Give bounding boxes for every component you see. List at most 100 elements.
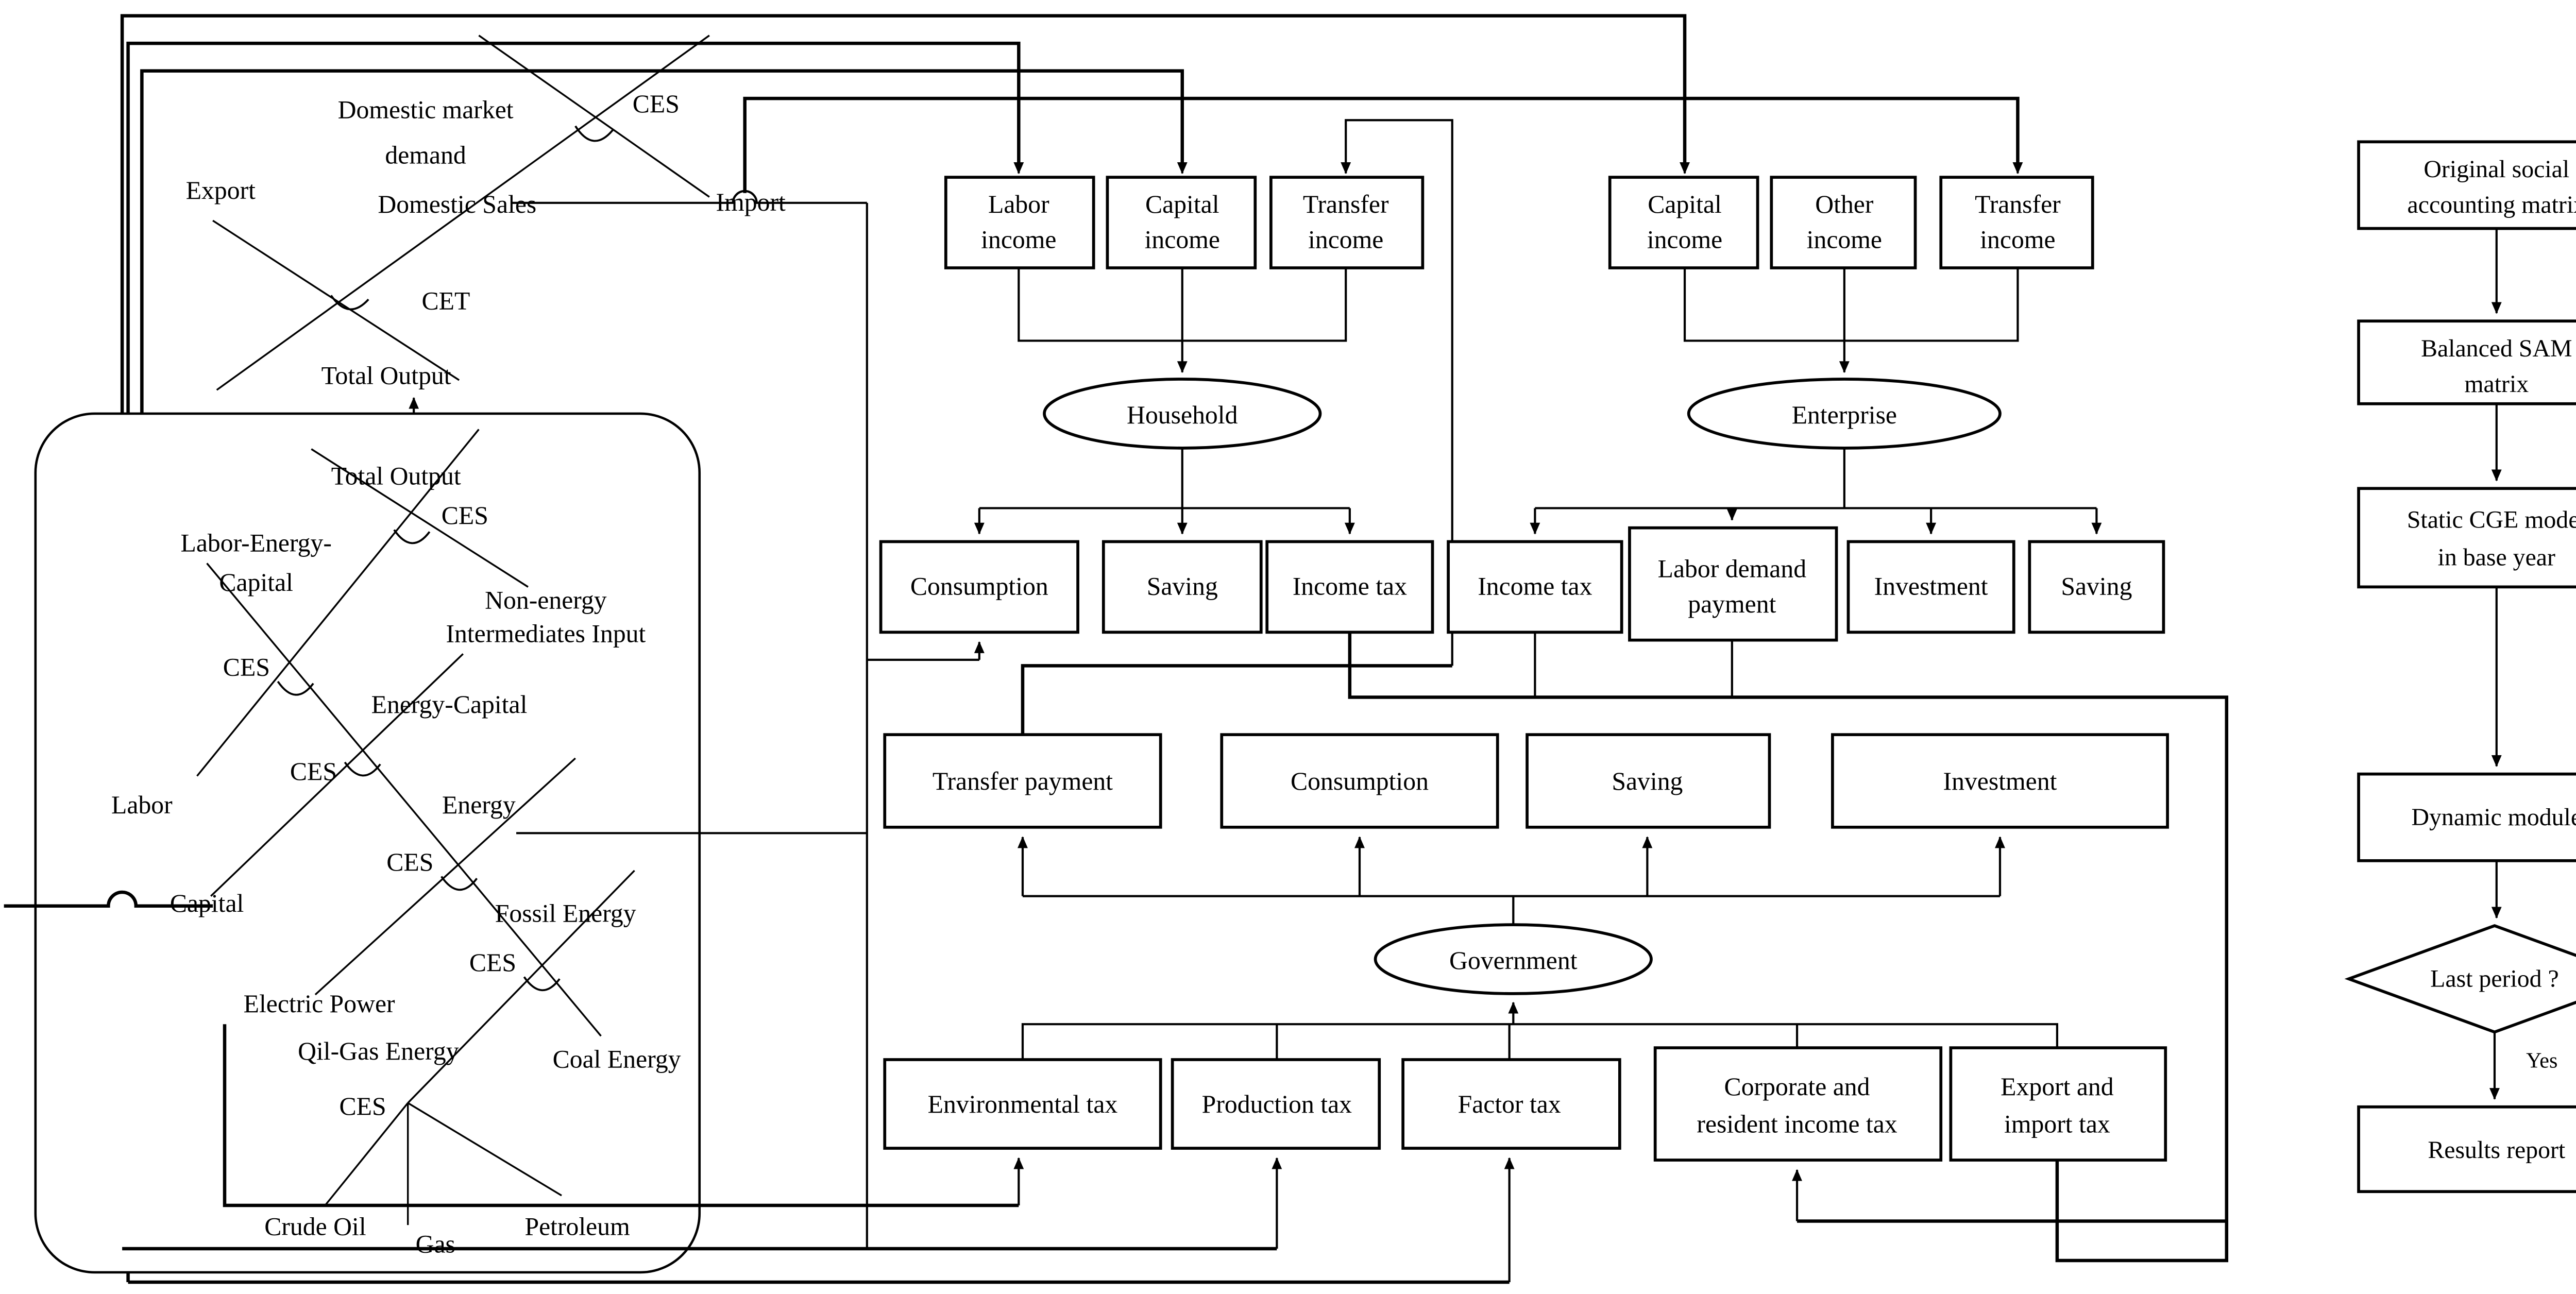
svg-text:income: income	[981, 226, 1056, 254]
transfer-income-hh-box: Transfer income	[1269, 176, 1425, 269]
labor-demand-payment-box: Labor demand payment	[1628, 526, 1838, 642]
svg-text:Labor demand: Labor demand	[1658, 554, 1807, 583]
total-output-inner-label: Total Output	[331, 462, 461, 490]
svg-text:Production tax: Production tax	[1202, 1090, 1352, 1118]
original-sam-box: Original social accounting matrix	[2357, 140, 2576, 230]
ces-trade-label: CES	[633, 90, 680, 118]
household-group: Labor income Capital income Transfer inc…	[879, 176, 1434, 634]
svg-text:Income tax: Income tax	[1478, 572, 1592, 601]
income-tax-hh-box: Income tax	[1265, 540, 1434, 634]
svg-text:Corporate and: Corporate and	[1724, 1072, 1870, 1101]
gas-label: Gas	[416, 1230, 455, 1258]
government-group: Transfer payment Consumption Saving Inve…	[883, 733, 2169, 1162]
export-import-tax-box: Export and import tax	[1949, 1046, 2167, 1162]
svg-text:resident income tax: resident income tax	[1697, 1110, 1897, 1138]
svg-text:Balanced SAM: Balanced SAM	[2421, 335, 2572, 362]
labor-label: Labor	[111, 791, 173, 819]
svg-text:Saving: Saving	[2061, 572, 2132, 601]
factor-tax-box: Factor tax	[1401, 1058, 1621, 1150]
investment-gov-box: Investment	[1831, 733, 2169, 829]
flowchart: Original social accounting matrix Balanc…	[2344, 140, 2576, 1194]
svg-text:import tax: import tax	[2004, 1110, 2110, 1138]
svg-text:accounting matrix: accounting matrix	[2408, 191, 2576, 218]
svg-text:Static CGE model: Static CGE model	[2407, 506, 2576, 534]
svg-text:income: income	[1647, 226, 1722, 254]
static-cge-box: Static CGE model in base year	[2357, 487, 2576, 589]
svg-text:Transfer: Transfer	[1975, 190, 2061, 218]
saving-ent-box: Saving	[2028, 540, 2165, 634]
svg-text:income: income	[1308, 226, 1383, 254]
bottom-routing-lines	[4, 202, 1515, 1284]
labor-income-box: Labor income	[944, 176, 1095, 269]
ces-ec-label: CES	[290, 757, 337, 786]
government-label: Government	[1449, 946, 1578, 975]
svg-text:Labor: Labor	[988, 190, 1049, 218]
production-block: Total Output CES Labor-Energy- Capital N…	[34, 412, 701, 1274]
yes-label: Yes	[2526, 1049, 2557, 1072]
balanced-sam-box: Balanced SAM matrix	[2357, 319, 2576, 405]
svg-text:Investment: Investment	[1874, 572, 1988, 601]
investment-ent-box: Investment	[1846, 540, 2015, 634]
last-period-decision: Last period ?	[2344, 924, 2576, 1034]
svg-text:Dynamic module: Dynamic module	[2411, 804, 2576, 831]
svg-text:Consumption: Consumption	[910, 572, 1048, 601]
svg-text:Last period ?: Last period ?	[2430, 965, 2559, 993]
capital-income-hh-box: Capital income	[1106, 176, 1257, 269]
transfer-income-ent-box: Transfer income	[1939, 176, 2094, 269]
svg-text:matrix: matrix	[2464, 370, 2529, 398]
svg-text:Investment: Investment	[1943, 767, 2057, 795]
svg-text:Saving: Saving	[1147, 572, 1218, 601]
ces-lek-label: CES	[223, 653, 270, 681]
non-energy-label: Non-energy	[485, 586, 607, 614]
production-rounded-box	[34, 412, 701, 1274]
total-output-outer-label: Total Output	[321, 362, 451, 390]
consumption-gov-box: Consumption	[1220, 733, 1499, 829]
middle-routing-lines	[1021, 632, 2229, 1263]
svg-text:Original social: Original social	[2424, 156, 2569, 183]
energy-label: Energy	[442, 791, 516, 819]
cet-label: CET	[421, 286, 470, 315]
svg-text:Capital: Capital	[1648, 190, 1722, 218]
coal-energy-label: Coal Energy	[553, 1045, 681, 1073]
household-label: Household	[1127, 401, 1238, 429]
svg-text:income: income	[1807, 226, 1882, 254]
svg-text:Environmental tax: Environmental tax	[928, 1090, 1118, 1118]
svg-text:Export and: Export and	[2001, 1072, 2114, 1101]
capital-label: Capital	[170, 889, 244, 917]
petroleum-label: Petroleum	[524, 1212, 630, 1240]
domestic-market-demand-label: Domestic market	[338, 95, 514, 124]
labor-energy-capital-label: Labor-Energy-	[180, 529, 331, 557]
non-energy-label2: Intermediates Input	[446, 619, 646, 648]
crude-oil-label: Crude Oil	[264, 1212, 366, 1240]
saving-gov-box: Saving	[1526, 733, 1771, 829]
svg-text:Consumption: Consumption	[1291, 767, 1429, 795]
svg-text:Factor tax: Factor tax	[1458, 1090, 1561, 1118]
enterprise-label: Enterprise	[1792, 401, 1897, 429]
dynamic-module-box: Dynamic module	[2357, 772, 2576, 862]
other-income-box: Other income	[1770, 176, 1917, 269]
trade-structure: Domestic market demand CES Export Domest…	[186, 35, 867, 462]
oil-gas-energy-label: Qil-Gas Energy	[298, 1037, 459, 1065]
export-label: Export	[186, 176, 256, 205]
ces-oilgas-label: CES	[339, 1092, 386, 1120]
svg-text:income: income	[1980, 226, 2055, 254]
domestic-sales-label: Domestic Sales	[378, 190, 536, 218]
svg-text:Results report: Results report	[2428, 1136, 2565, 1164]
transfer-payment-box: Transfer payment	[883, 733, 1162, 829]
income-tax-ent-box: Income tax	[1447, 540, 1623, 634]
enterprise-group: Capital income Other income Transfer inc…	[1447, 176, 2165, 642]
domestic-market-demand-label2: demand	[385, 141, 466, 169]
ces-fossil-label: CES	[469, 948, 516, 977]
labor-energy-capital-label2: Capital	[219, 568, 293, 597]
svg-text:Income tax: Income tax	[1293, 572, 1407, 601]
consumption-hh-box: Consumption	[879, 540, 1079, 634]
ces-energy-label: CES	[386, 848, 433, 876]
import-label: Import	[716, 188, 786, 216]
svg-text:Capital: Capital	[1145, 190, 1219, 218]
svg-text:Transfer payment: Transfer payment	[933, 767, 1113, 795]
ces-top-label: CES	[442, 501, 488, 530]
saving-hh-box: Saving	[1101, 540, 1263, 634]
svg-text:in base year: in base year	[2438, 543, 2555, 571]
